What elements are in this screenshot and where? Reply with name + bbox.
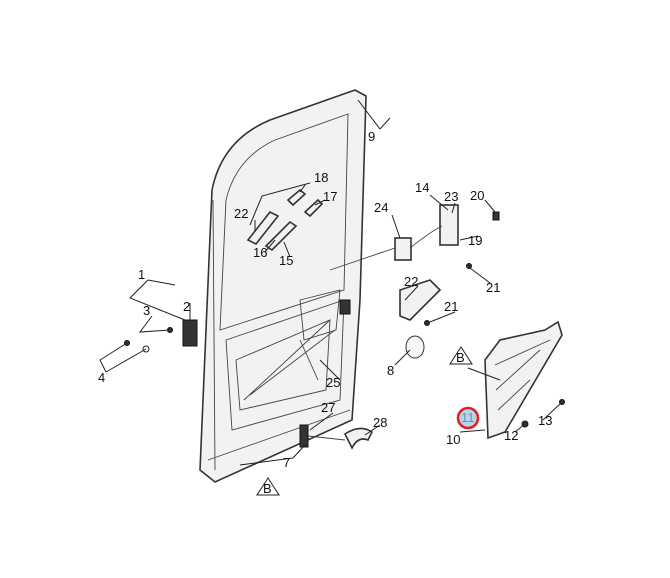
view-marker-b-lower: B — [256, 477, 280, 496]
callout-27[interactable]: 27 — [321, 400, 335, 415]
view-marker-label: B — [456, 350, 465, 365]
callout-labels: 9 18 17 22 16 15 14 23 20 24 19 21 22 21… — [98, 129, 552, 470]
callout-19[interactable]: 19 — [468, 233, 482, 248]
lower-trim-panel — [484, 320, 565, 440]
callout-1[interactable]: 1 — [138, 267, 145, 282]
callout-13[interactable]: 13 — [538, 413, 552, 428]
callout-7[interactable]: 7 — [283, 455, 290, 470]
callout-20[interactable]: 20 — [470, 188, 484, 203]
callout-10[interactable]: 10 — [446, 432, 460, 447]
callout-16[interactable]: 16 — [253, 245, 267, 260]
callout-25[interactable]: 25 — [326, 375, 340, 390]
door-lock-assembly — [329, 204, 500, 326]
door-frame — [199, 89, 367, 483]
highlight-ring — [456, 406, 480, 430]
callout-12[interactable]: 12 — [504, 428, 518, 443]
access-plug — [405, 335, 425, 359]
callout-22b[interactable]: 22 — [404, 274, 418, 289]
callout-2[interactable]: 2 — [183, 299, 190, 314]
callout-14[interactable]: 14 — [415, 180, 429, 195]
callout-24[interactable]: 24 — [374, 200, 388, 215]
callout-17[interactable]: 17 — [323, 189, 337, 204]
inside-handle-parts — [246, 188, 324, 252]
window-regulator — [243, 319, 336, 401]
callout-21b[interactable]: 21 — [444, 299, 458, 314]
callout-3[interactable]: 3 — [143, 303, 150, 318]
callout-4[interactable]: 4 — [98, 370, 105, 385]
callout-8[interactable]: 8 — [387, 363, 394, 378]
view-marker-label: B — [263, 481, 272, 496]
callout-15[interactable]: 15 — [279, 253, 293, 268]
door-hinge — [124, 319, 198, 353]
callout-9[interactable]: 9 — [368, 129, 375, 144]
view-marker-b-upper: B — [449, 346, 473, 365]
leader-lines — [99, 99, 563, 466]
callout-11[interactable]: 11 — [461, 410, 475, 425]
door-check-link — [299, 424, 374, 450]
callout-28[interactable]: 28 — [373, 415, 387, 430]
callout-23[interactable]: 23 — [444, 189, 458, 204]
callout-21[interactable]: 21 — [486, 280, 500, 295]
callout-22[interactable]: 22 — [234, 206, 248, 221]
callout-18[interactable]: 18 — [314, 170, 328, 185]
